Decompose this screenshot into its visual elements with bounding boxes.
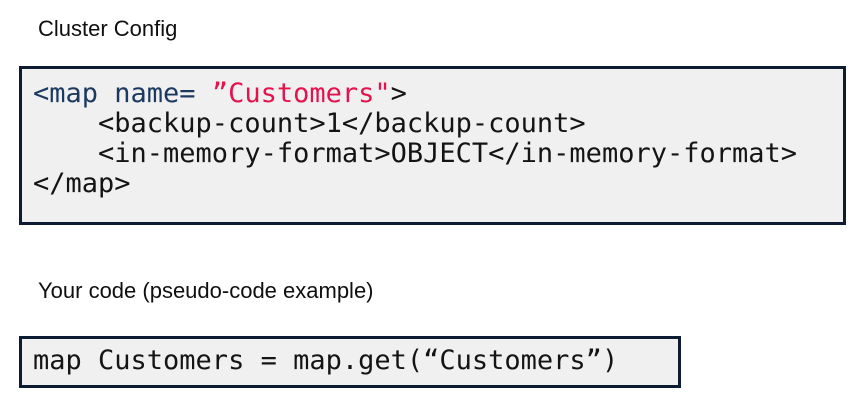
code-line-backup-count: <backup-count>1</backup-count> — [33, 108, 586, 139]
xml-bracket-close: > — [390, 78, 407, 109]
code-line-map-get: map Customers = map.get(“Customers”) — [33, 345, 619, 376]
cluster-config-code-block: <map name= ”Customers"> <backup-count>1<… — [19, 66, 846, 225]
your-code-heading: Your code (pseudo-code example) — [38, 278, 374, 303]
code-line-map-close: </map> — [33, 168, 131, 199]
code-line-in-memory-format: <in-memory-format>OBJECT</in-memory-form… — [33, 138, 798, 169]
cluster-config-heading: Cluster Config — [38, 16, 178, 41]
pseudo-code-block: map Customers = map.get(“Customers”) — [19, 336, 681, 388]
code-line-map-open: <map name= ”Customers"> — [33, 79, 832, 109]
xml-map-tag-open: <map name= — [33, 78, 212, 109]
xml-name-attr-value: ”Customers" — [211, 78, 391, 109]
